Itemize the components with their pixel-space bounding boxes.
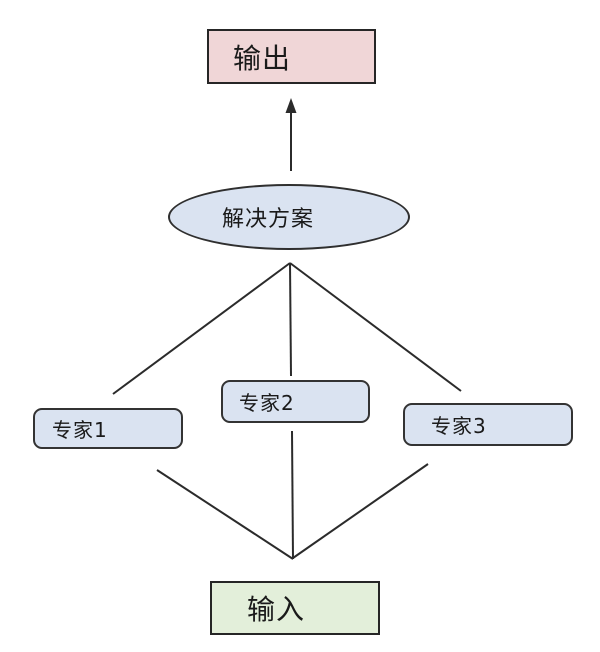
- connector-input-to-expert1: [156, 469, 294, 560]
- node-output: 输出: [207, 29, 376, 84]
- node-expert1: 专家1: [33, 408, 183, 449]
- connector-expert1-to-solution: [112, 262, 291, 395]
- connector-input-to-expert2: [291, 430, 294, 560]
- connector-expert2-to-solution: [289, 262, 292, 377]
- node-input: 输入: [210, 581, 380, 635]
- node-expert3: 专家3: [403, 403, 573, 446]
- node-expert2: 专家2: [221, 380, 370, 423]
- connector-input-to-expert3: [292, 463, 429, 559]
- arrow-up-icon: [285, 98, 297, 113]
- node-solution: 解决方案: [168, 184, 410, 250]
- connector-expert3-to-solution: [289, 262, 462, 392]
